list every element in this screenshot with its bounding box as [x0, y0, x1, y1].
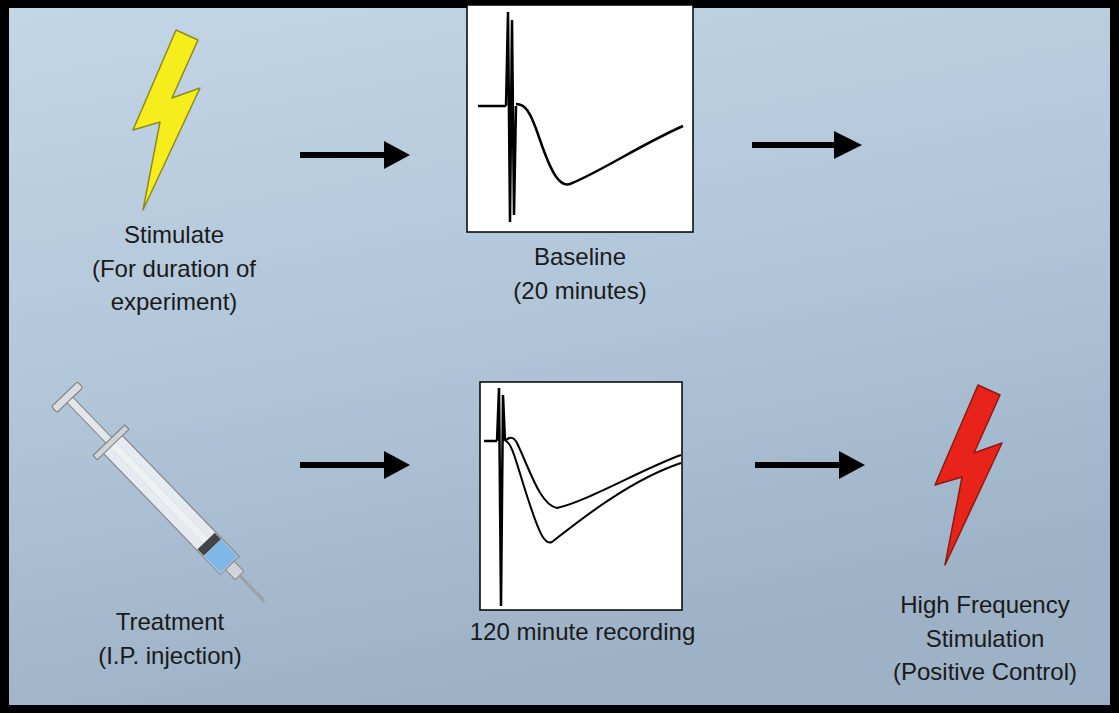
step-label: Treatment [50, 605, 290, 639]
hfs-bolt [935, 385, 1002, 565]
arrow-head [384, 141, 410, 169]
arrow-head [834, 131, 862, 159]
fepsp-trace [505, 441, 681, 543]
stimulus-bolt [133, 30, 200, 210]
trace-panel [467, 5, 693, 232]
step-node: Treatment(I.P. injection) [40, 380, 300, 672]
flow-arrow [300, 451, 410, 479]
step-label: High Frequency Stimulation [873, 588, 1098, 655]
step-node: High Frequency Stimulation(Positive Cont… [865, 380, 1105, 689]
step-node: Baseline(20 minutes) [410, 5, 750, 307]
arrow-head [384, 451, 410, 479]
step-label: Stimulate [67, 218, 282, 252]
flow-arrow [752, 142, 838, 148]
fepsp-trace [516, 104, 683, 184]
arrow-shaft [755, 462, 843, 468]
stimulus-artifact [478, 12, 516, 222]
flow-arrow [300, 141, 410, 169]
arrow-shaft [300, 462, 388, 468]
syringe [49, 379, 281, 617]
flow-arrow [755, 451, 865, 479]
arrow-shaft [300, 152, 388, 158]
step-node: 120 minute recording [410, 380, 755, 649]
step-note: (Positive Control) [873, 655, 1098, 689]
step-note: (I.P. injection) [50, 639, 290, 673]
step-note: (20 minutes) [430, 274, 730, 308]
stimulus-artifact [484, 388, 505, 606]
arrow-head [839, 451, 865, 479]
step-node: Stimulate(For duration of experiment) [48, 20, 300, 319]
step-label: 120 minute recording [418, 615, 748, 649]
step-note: (For duration of experiment) [67, 252, 282, 319]
step-label: Baseline [430, 240, 730, 274]
trace-panel [480, 382, 682, 610]
